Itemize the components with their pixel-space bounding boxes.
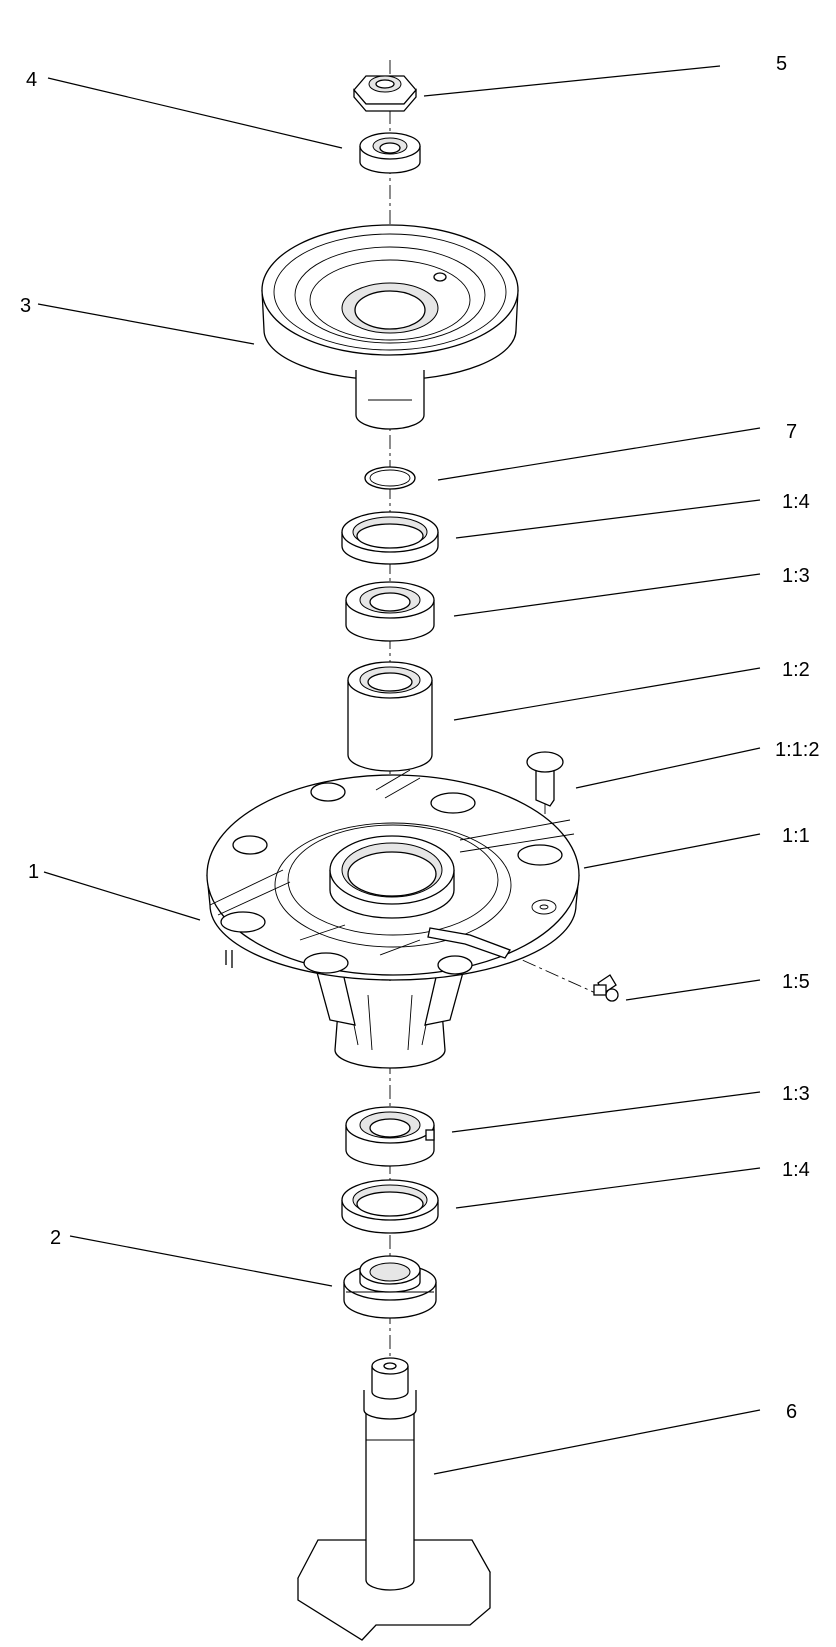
part-4-spacer: [359, 132, 421, 174]
callout-7: 7: [786, 421, 797, 443]
callout-1-1: 1:1: [782, 825, 810, 847]
part-6-spindle-shaft: [297, 1357, 491, 1641]
part-1-1-2-pin: [526, 751, 564, 807]
callout-1-3-lower: 1:3: [782, 1083, 810, 1105]
part-7-o-ring: [364, 466, 416, 490]
callout-1-4-lower: 1:4: [782, 1159, 810, 1181]
callout-1: 1: [28, 861, 39, 883]
part-1-4-upper-cup: [341, 511, 439, 565]
part-1-2-sleeve: [347, 661, 433, 772]
leader-lines: [37, 65, 761, 1475]
callout-3: 3: [20, 295, 31, 317]
callout-6: 6: [786, 1401, 797, 1423]
callout-5: 5: [776, 53, 787, 75]
part-3-pulley: [261, 224, 519, 430]
part-1-3-upper-bearing: [345, 581, 435, 642]
part-1-spindle-housing: [206, 769, 580, 1069]
part-1-5-grease-fitting: [593, 974, 619, 1002]
callout-1-4-upper: 1:4: [782, 491, 810, 513]
callout-2: 2: [50, 1227, 61, 1249]
callout-labels: 5 4 3 7 1:4 1:3 1:2 1:1:2 1:1 1 1:5 1:3 …: [20, 53, 819, 1423]
part-2-seal: [343, 1255, 437, 1319]
callout-1-2: 1:2: [782, 659, 810, 681]
callout-1-1-2: 1:1:2: [775, 739, 819, 761]
callout-1-5: 1:5: [782, 971, 810, 993]
part-5-hex-nut: [353, 75, 417, 112]
part-1-4-lower-cup: [341, 1179, 439, 1234]
part-1-3-lower-bearing: [345, 1106, 435, 1167]
callout-4: 4: [26, 69, 37, 91]
callout-1-3-upper: 1:3: [782, 565, 810, 587]
